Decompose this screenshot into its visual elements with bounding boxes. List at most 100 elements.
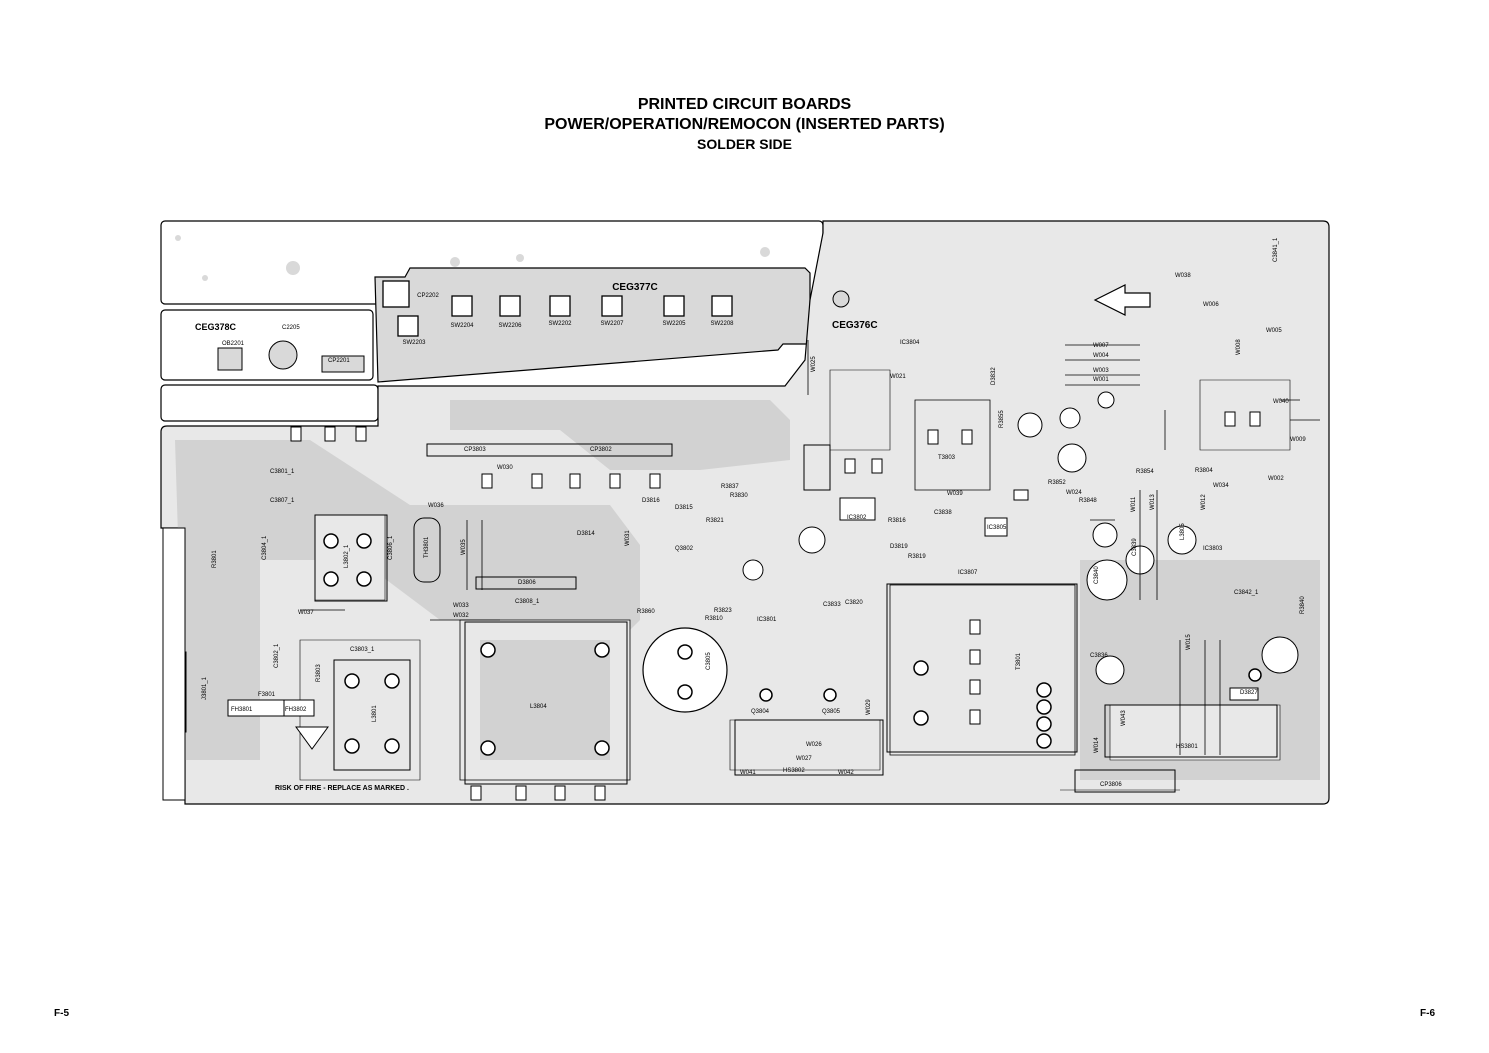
component-label: R3840 bbox=[1300, 596, 1306, 614]
page-number-right: F-6 bbox=[1420, 1008, 1435, 1019]
component-label: W026 bbox=[806, 742, 822, 748]
component-label: W025 bbox=[811, 356, 817, 372]
component-label: W042 bbox=[838, 770, 854, 776]
smd-pads bbox=[227, 497, 1259, 717]
component-label: R3816 bbox=[888, 518, 906, 524]
component-label: C3802_1 bbox=[274, 643, 280, 668]
component-label: W015 bbox=[1186, 634, 1192, 650]
component-label: C3840 bbox=[1094, 566, 1100, 584]
page-number-left: F-5 bbox=[54, 1008, 69, 1019]
switch-label: SW2208 bbox=[710, 321, 734, 327]
component-label: R3804 bbox=[1195, 468, 1213, 474]
component-label: W002 bbox=[1268, 476, 1284, 482]
component-label: IC3803 bbox=[1203, 546, 1223, 552]
page-subtitle: POWER/OPERATION/REMOCON (INSERTED PARTS) bbox=[544, 116, 945, 133]
component-label: W029 bbox=[866, 699, 872, 715]
component-label: TH3801 bbox=[424, 536, 430, 558]
component-label: W003 bbox=[1093, 368, 1109, 374]
capacitor-c3805 bbox=[642, 627, 728, 713]
component-label: W034 bbox=[1213, 483, 1229, 489]
component-label: L3801 bbox=[372, 705, 378, 722]
board-operation bbox=[374, 267, 811, 383]
component-label: R3837 bbox=[721, 484, 739, 490]
component-label: IC3802 bbox=[847, 515, 867, 521]
component-label: C3805 bbox=[706, 652, 712, 670]
component-label: CP3802 bbox=[590, 447, 612, 453]
component-label: W037 bbox=[298, 610, 314, 616]
component-label: Q3805 bbox=[822, 709, 841, 715]
board-edge-left bbox=[162, 527, 186, 801]
component-label: W001 bbox=[1093, 377, 1109, 383]
component-label: R3810 bbox=[705, 616, 723, 622]
component-label: Q3802 bbox=[675, 546, 694, 552]
component-label: R3855 bbox=[999, 410, 1005, 428]
board-blank bbox=[160, 384, 379, 422]
label-ceg376c: CEG376C bbox=[832, 320, 878, 331]
component-label: CP2201 bbox=[328, 358, 350, 364]
c3805-pad bbox=[677, 644, 693, 660]
label-ceg378c: CEG378C bbox=[195, 322, 237, 332]
warning-triangle-icon bbox=[295, 726, 329, 750]
component-label: R3852 bbox=[1048, 480, 1066, 486]
component-label: W036 bbox=[428, 503, 444, 509]
component-label: F3801 bbox=[258, 692, 276, 698]
ob2201-pad bbox=[217, 347, 243, 371]
component-label: R3803 bbox=[316, 664, 322, 682]
switch-label: SW2207 bbox=[600, 321, 624, 327]
switch-label: SW2202 bbox=[548, 321, 572, 327]
direction-arrow bbox=[1093, 284, 1151, 316]
component-label: T3803 bbox=[938, 455, 956, 461]
component-label: W041 bbox=[740, 770, 756, 776]
component-label: W005 bbox=[1266, 328, 1282, 334]
d2201-pad bbox=[268, 340, 298, 370]
component-label: D3814 bbox=[577, 531, 595, 537]
component-label: D3815 bbox=[675, 505, 693, 511]
component-label: C3841_1 bbox=[1273, 237, 1279, 262]
component-label: W031 bbox=[625, 530, 631, 546]
board-remocon bbox=[160, 309, 374, 381]
switch-label: SW2203 bbox=[402, 340, 426, 346]
component-label: IC3807 bbox=[958, 570, 978, 576]
component-label: R3823 bbox=[714, 608, 732, 614]
component-label: D3827 bbox=[1240, 690, 1258, 696]
component-label: W011 bbox=[1131, 496, 1137, 512]
component-label: W009 bbox=[1290, 437, 1306, 443]
component-label: CP3806 bbox=[1100, 782, 1122, 788]
component-label: W027 bbox=[796, 756, 812, 762]
component-label: C3839 bbox=[1132, 538, 1138, 556]
component-label: IC3801 bbox=[757, 617, 777, 623]
component-label: L3802_1 bbox=[344, 544, 350, 568]
component-label: C3807_1 bbox=[270, 498, 295, 504]
component-label: D3832 bbox=[991, 367, 997, 385]
component-label: C3806_1 bbox=[388, 535, 394, 560]
c3805-pad bbox=[677, 684, 693, 700]
cp2201-pad bbox=[321, 355, 365, 373]
component-label: IC3805 bbox=[987, 525, 1007, 531]
component-label: C3803_1 bbox=[350, 647, 375, 653]
copper-dots bbox=[175, 235, 770, 281]
component-label: R3860 bbox=[637, 609, 655, 615]
page-title: PRINTED CIRCUIT BOARDS bbox=[637, 96, 852, 113]
component-label: IC3804 bbox=[900, 340, 920, 346]
component-label: C3833 bbox=[823, 602, 841, 608]
component-outlines bbox=[314, 443, 1278, 793]
component-label: C3820 bbox=[845, 600, 863, 606]
component-label: D3816 bbox=[642, 498, 660, 504]
component-label: W008 bbox=[1236, 339, 1242, 355]
switch-label: SW2204 bbox=[450, 323, 474, 329]
board-fiducial bbox=[832, 290, 850, 308]
component-label: W004 bbox=[1093, 353, 1109, 359]
component-label: W024 bbox=[1066, 490, 1082, 496]
component-label: W032 bbox=[453, 613, 469, 619]
component-label: W030 bbox=[497, 465, 513, 471]
component-label: W043 bbox=[1121, 710, 1127, 726]
component-label: W038 bbox=[1175, 273, 1191, 279]
component-label: W035 bbox=[461, 539, 467, 555]
component-label: R3819 bbox=[908, 554, 926, 560]
electrolytic-capacitors bbox=[742, 391, 1299, 685]
component-label: T3801 bbox=[1016, 652, 1022, 670]
switch-label: SW2205 bbox=[662, 321, 686, 327]
component-label: W014 bbox=[1094, 737, 1100, 753]
component-label: J3801_1 bbox=[202, 676, 208, 700]
